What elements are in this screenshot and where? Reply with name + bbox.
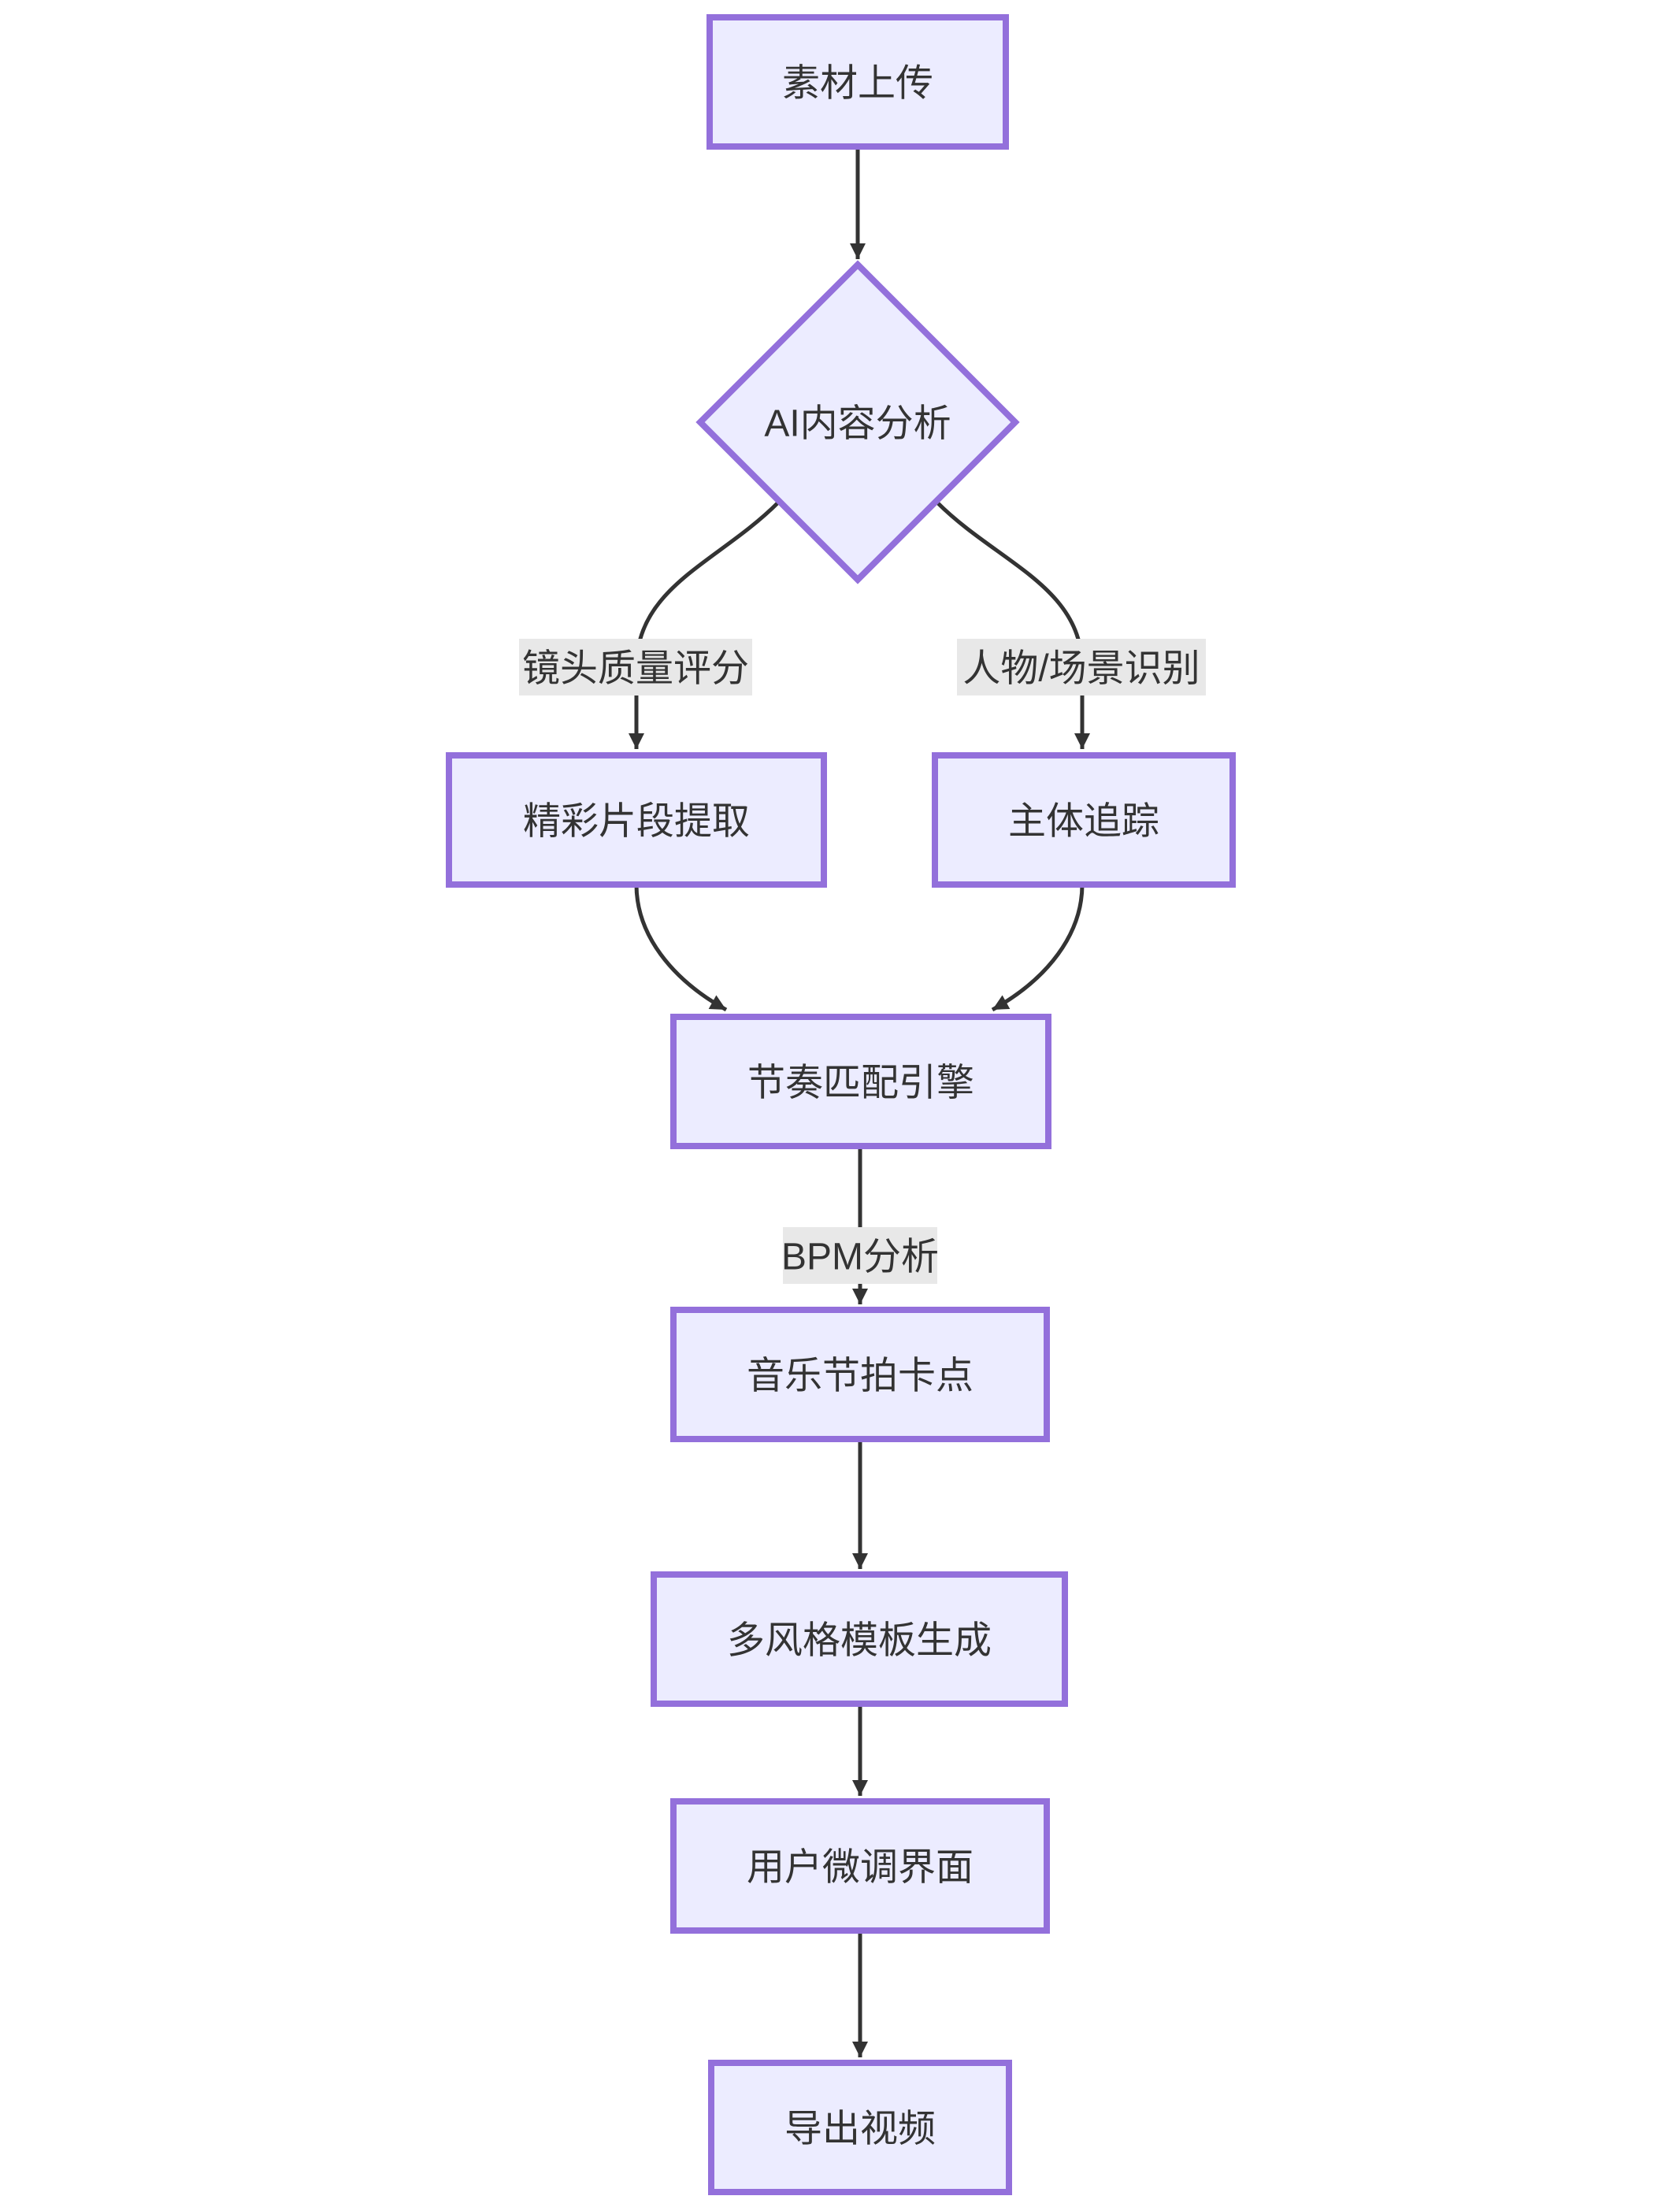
edge-label-recognition: 人物/场景识别 (962, 648, 1200, 690)
edge-labels-layer: 镜头质量评分 人物/场景识别 BPM分析 (519, 639, 1206, 1284)
node-upload-box (706, 14, 1009, 150)
edge-highlight-rhythm (634, 884, 728, 1012)
node-export-label: 导出视频 (784, 2109, 936, 2150)
node-analysis: AI内容分析 (695, 260, 1020, 584)
node-export: 导出视频 (708, 2060, 1012, 2195)
node-highlight: 精彩片段提取 (446, 752, 827, 888)
node-highlight-box (446, 752, 827, 888)
node-finetune-box (670, 1798, 1050, 1934)
node-upload-label: 素材上传 (782, 63, 933, 105)
edge-label-quality-bg (519, 639, 752, 695)
node-template-label: 多风格模板生成 (727, 1620, 992, 1662)
node-upload: 素材上传 (706, 14, 1009, 150)
node-rhythm: 节奏匹配引擎 (670, 1014, 1051, 1149)
edge-label-bpm: BPM分析 (781, 1237, 939, 1278)
node-template-box (651, 1571, 1068, 1707)
node-beat: 音乐节拍卡点 (670, 1307, 1050, 1442)
node-finetune-label: 用户微调界面 (747, 1847, 974, 1889)
node-highlight-label: 精彩片段提取 (523, 801, 750, 843)
node-analysis-diamond (695, 260, 1020, 584)
edges-layer (629, 147, 1090, 2057)
edge-tracking-rhythm (991, 884, 1085, 1012)
node-tracking: 主体追踪 (932, 752, 1236, 888)
node-finetune: 用户微调界面 (670, 1798, 1050, 1934)
node-beat-box (670, 1307, 1050, 1442)
node-template: 多风格模板生成 (651, 1571, 1068, 1707)
node-tracking-label: 主体追踪 (1008, 801, 1159, 843)
node-analysis-label: AI内容分析 (764, 403, 951, 445)
node-rhythm-label: 节奏匹配引擎 (747, 1063, 974, 1104)
edge-label-quality: 镜头质量评分 (522, 648, 749, 690)
node-beat-label: 音乐节拍卡点 (747, 1356, 974, 1397)
edge-analysis-highlight (629, 501, 780, 749)
node-export-box (708, 2060, 1012, 2195)
node-tracking-box (932, 752, 1236, 888)
node-rhythm-box (670, 1014, 1051, 1149)
edge-analysis-tracking (936, 501, 1090, 749)
nodes-layer: 素材上传 AI内容分析 精彩片段提取 主体追踪 节奏匹配引擎 音乐节拍卡点 (446, 14, 1236, 2195)
edge-label-recognition-bg (957, 639, 1206, 695)
edge-label-bpm-bg (783, 1227, 937, 1284)
